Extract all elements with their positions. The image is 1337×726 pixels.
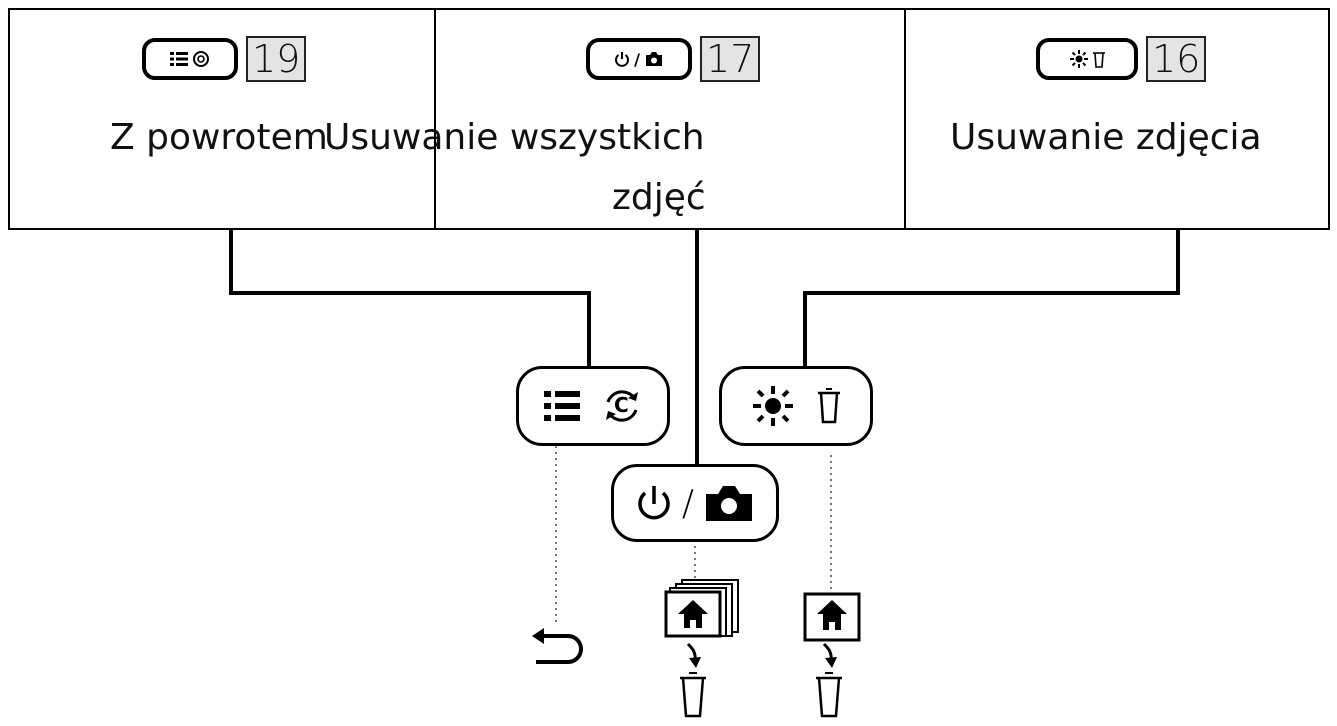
panel-divider	[904, 10, 906, 228]
trash-icon	[1093, 50, 1105, 68]
label-delete-all-line1: Usuwanie wszystkich	[324, 117, 705, 158]
trash-icon	[679, 670, 707, 718]
step-number: 16	[1146, 36, 1207, 82]
c-letter: C	[614, 393, 629, 417]
camera-icon	[704, 484, 754, 522]
slash-separator: /	[634, 49, 640, 69]
camera-icon	[644, 51, 664, 67]
mini-list-refresh-button	[142, 38, 238, 80]
photo-home-icon	[803, 592, 861, 642]
stacked-photos-home-icon	[664, 578, 742, 638]
mini-brightness-trash-button	[1036, 38, 1138, 80]
cell-back-header: 19	[142, 30, 307, 88]
label-delete-all-line2: zdjęć	[612, 177, 706, 218]
refresh-c-icon	[192, 50, 210, 68]
arrow-down-icon	[820, 642, 840, 670]
power-camera-button[interactable]: /	[611, 464, 779, 542]
panel-divider	[434, 10, 436, 228]
connector-right	[803, 230, 1180, 392]
legend-panel: 19 Z powrotem / 17 Usuwanie wszystkich z…	[8, 8, 1330, 230]
brightness-icon	[751, 384, 795, 428]
brightness-icon	[1069, 49, 1089, 69]
refresh-c-icon: C	[602, 386, 642, 426]
arrow-down-icon	[684, 642, 704, 670]
trash-icon	[815, 670, 843, 718]
return-arrow-icon	[530, 628, 586, 668]
slash-separator: /	[681, 482, 695, 524]
cell-delete-all-header: / 17	[586, 30, 761, 88]
list-icon	[544, 389, 580, 423]
mini-power-camera-button: /	[586, 38, 692, 80]
connector-left	[229, 230, 591, 392]
label-back: Z powrotem	[110, 117, 328, 158]
power-icon	[636, 484, 672, 522]
list-refresh-button[interactable]: C	[516, 366, 670, 446]
list-icon	[170, 51, 188, 67]
brightness-trash-button[interactable]	[719, 366, 873, 446]
power-icon	[614, 51, 630, 67]
cell-delete-photo-header: 16	[1036, 30, 1207, 88]
label-delete-photo: Usuwanie zdjęcia	[950, 117, 1262, 158]
trash-icon	[817, 388, 841, 424]
step-number: 17	[700, 36, 761, 82]
step-number: 19	[246, 36, 307, 82]
